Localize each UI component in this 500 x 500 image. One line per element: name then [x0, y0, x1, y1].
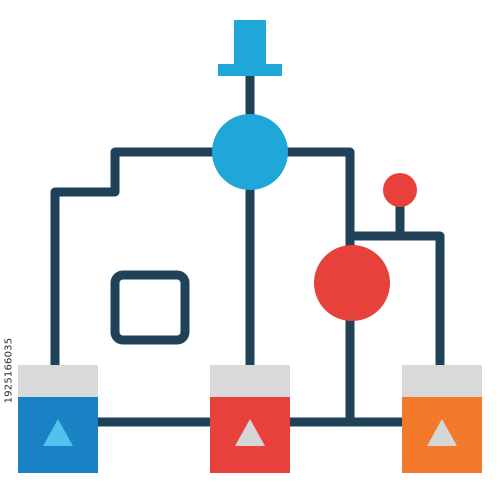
triangle-icon — [427, 419, 457, 446]
pipe-left-branch — [50, 147, 223, 375]
triangle-icon — [235, 419, 265, 446]
pipe-far-right — [347, 231, 445, 370]
image-id-label: 1925166035 — [2, 250, 16, 490]
pipe-loop — [110, 270, 190, 345]
red-small-circle-icon — [383, 173, 417, 207]
orange-container-icon — [402, 365, 482, 473]
blue-container-icon — [18, 365, 98, 473]
pipe-right-branch — [277, 147, 355, 255]
red-circle-node-icon — [314, 245, 390, 321]
t-connector-icon — [218, 20, 282, 76]
red-container-icon — [210, 365, 290, 473]
triangle-icon — [43, 419, 73, 446]
image-id-text: 1925166035 — [3, 337, 15, 403]
blue-circle-node-icon — [212, 114, 288, 190]
